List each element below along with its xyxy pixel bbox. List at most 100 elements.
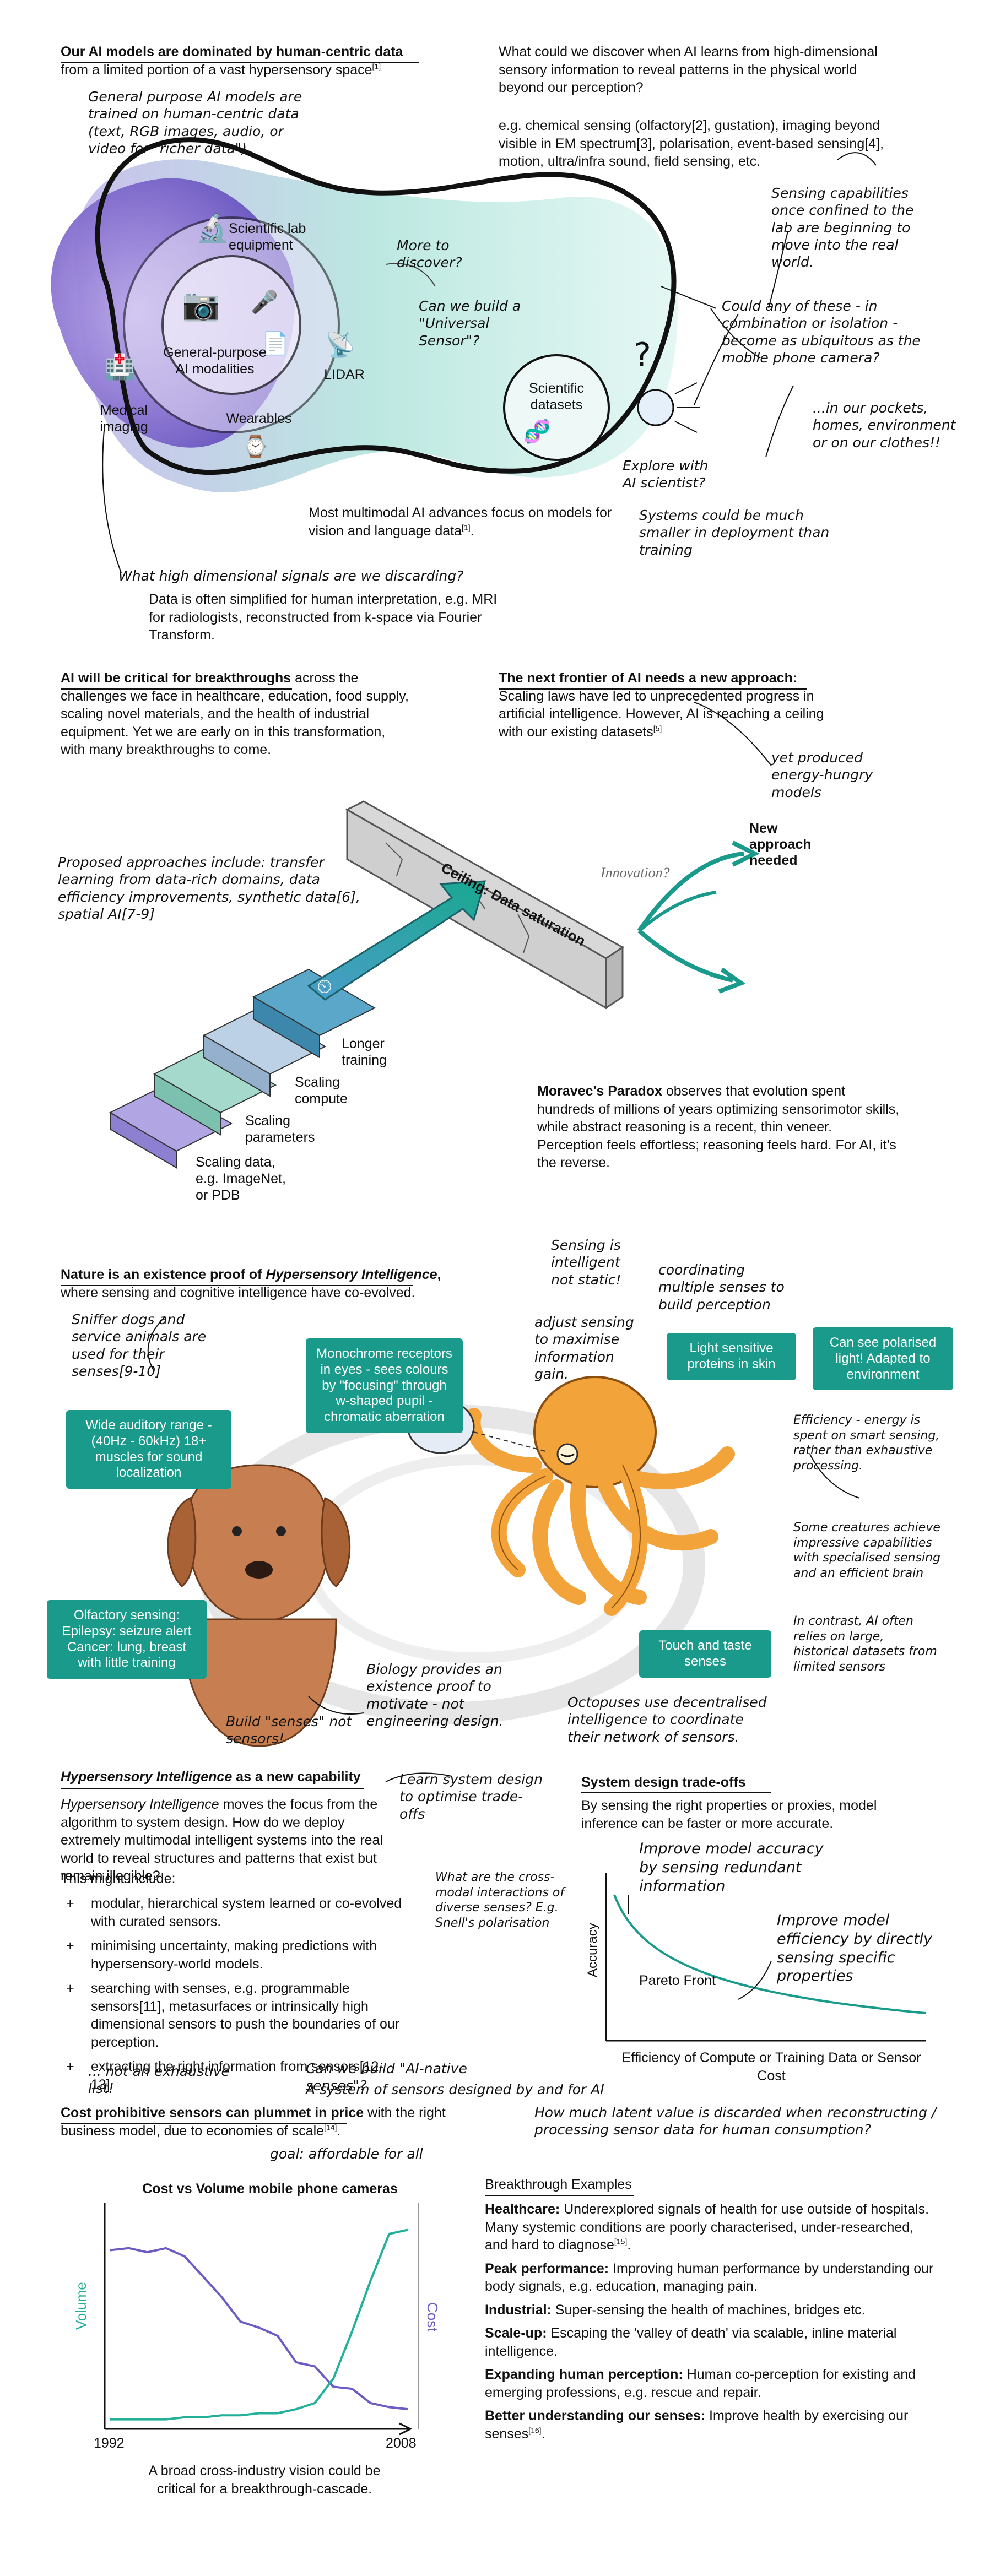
s1-heading: Our AI models are dominated by human-cen… xyxy=(61,43,485,79)
cost-chart-x-arrowhead xyxy=(399,2422,413,2436)
note-octopus: Octopuses use decentralised intelligence… xyxy=(567,1694,767,1745)
bx-ref: [16] xyxy=(528,2426,542,2435)
cost-chart-y-left-label: Volume xyxy=(73,2282,89,2330)
note-biology-proof: Biology provides an existence proof to m… xyxy=(366,1661,504,1729)
arrow-smaller xyxy=(765,385,794,458)
arrow-innovation xyxy=(637,852,744,932)
bubble-polarised: Can see polarised light! Adapted to envi… xyxy=(813,1327,953,1391)
s6-bullet-list: modular, hierarchical system learned or … xyxy=(61,1895,402,2100)
note-improve-accuracy: Improve model accuracy by sensing redund… xyxy=(639,1840,824,1895)
mri-scanner-icon: 🏥 xyxy=(105,354,135,381)
wall-side xyxy=(605,946,624,1010)
label-medical-imaging: Medical imaging xyxy=(100,403,148,435)
s3-right-text: The next frontier of AI needs a new appr… xyxy=(499,669,851,741)
note-adjust-sensing: adjust sensing to maximise information g… xyxy=(534,1314,634,1382)
note-ai-native: Can we build "AI-native senses"? xyxy=(306,2060,467,2094)
pareto-x-label: Efficiency of Compute or Training Data o… xyxy=(621,2050,921,2084)
note-build-senses: Build "senses" not sensors! xyxy=(226,1713,352,1747)
bx-title: Breakthrough Examples xyxy=(485,2177,632,2192)
s5-title-c: , xyxy=(437,1267,441,1282)
bx-head: Expanding human perception: xyxy=(485,2367,683,2382)
growth-arrow xyxy=(307,880,486,1001)
moravec-bold: Moravec's Paradox xyxy=(537,1083,662,1099)
arrow-sniffer xyxy=(147,1316,166,1372)
arrow-eye-pockets xyxy=(710,308,761,359)
bx-head: Industrial: xyxy=(485,2302,552,2318)
bubble-light-proteins: Light sensitive proteins in skin xyxy=(667,1333,796,1380)
arrow-innovation-head xyxy=(732,840,760,867)
s2-question: What could we discover when AI learns fr… xyxy=(499,44,878,95)
s6-bullet: minimising uncertainty, making predictio… xyxy=(61,1937,402,1973)
s5-sub: where sensing and cognitive intelligence… xyxy=(61,1284,415,1300)
trade-title-underline xyxy=(581,1792,771,1793)
dog-eye-left xyxy=(232,1526,242,1536)
arrow-learn xyxy=(385,1772,452,1782)
microscope-icon: 🔬 xyxy=(196,213,230,243)
label-wearables: Wearables xyxy=(226,411,292,426)
s3-left-rest: across the challenges we face in healthc… xyxy=(61,670,409,757)
note-sensing-intelligent: Sensing is intelligent not static! xyxy=(551,1237,621,1288)
bx-ref: [15] xyxy=(614,2237,628,2246)
bx-head: Peak performance: xyxy=(485,2260,609,2276)
bx-head: Better understanding our senses: xyxy=(485,2408,706,2423)
s5-title-b: Hypersensory Intelligence xyxy=(266,1267,437,1282)
note-not-exhaustive: ... not an exhaustive list! xyxy=(88,2063,230,2097)
scaling-staircase-diagram xyxy=(109,702,772,1169)
s1-sub-ref: [1] xyxy=(372,62,381,71)
note-efficiency-energy: Efficiency - energy is spent on smart se… xyxy=(793,1413,940,1473)
s3-right-bold: The next frontier of AI needs a new appr… xyxy=(499,670,798,686)
s6-bullet: modular, hierarchical system learned or … xyxy=(61,1895,402,1930)
s3-left-text: AI will be critical for breakthroughs ac… xyxy=(61,669,413,759)
cost-chart-y-right-label: Cost xyxy=(424,2302,441,2332)
step-params-front xyxy=(154,1073,221,1136)
label-scientific-datasets: Scientific datasets xyxy=(528,381,585,413)
dog-ear-right xyxy=(321,1496,351,1587)
lidar-icon: 📡 xyxy=(325,332,355,359)
note-sensing-lab: Sensing capabilities once confined to th… xyxy=(771,185,914,270)
note-proposed-approaches: Proposed approaches include: transfer le… xyxy=(58,854,360,922)
pareto-curve xyxy=(613,1894,926,2014)
note-smaller-systems: Systems could be much smaller in deploym… xyxy=(639,507,830,558)
note-universal-sensor: Can we build a "Universal Sensor"? xyxy=(419,298,521,349)
note-coordinating: coordinating multiple senses to build pe… xyxy=(658,1262,785,1313)
arrow-biology xyxy=(308,1696,364,1715)
sensor-rays xyxy=(674,382,700,433)
arrow-up-branch xyxy=(638,891,717,932)
s5-title-underline xyxy=(61,1285,413,1286)
question-mark: ? xyxy=(634,336,651,375)
trade-title: System design trade-offs xyxy=(581,1775,746,1790)
label-new-approach: New approach needed xyxy=(749,821,812,868)
hypersensory-space-diagram xyxy=(51,137,877,573)
label-general-ai: General-purpose AI modalities xyxy=(163,345,267,377)
note-ai-scientist: Explore with AI scientist? xyxy=(623,458,709,491)
s7-cost-rest: with the right business model, due to ec… xyxy=(61,2105,446,2139)
label-scaling-data: Scaling data, e.g. ImageNet, or PDB xyxy=(196,1154,286,1203)
arrow-down-branch xyxy=(637,929,733,983)
cost-chart-x-start: 1992 xyxy=(94,2436,125,2451)
bubble-touch-taste: Touch and taste senses xyxy=(639,1630,771,1678)
note-ai-contrast: In contrast, AI often relies on large, h… xyxy=(793,1614,937,1674)
s6-p-a: Hypersensory Intelligence xyxy=(61,1797,219,1812)
bx-title-underline xyxy=(485,2195,634,2196)
cap-arrow-more xyxy=(385,263,436,287)
bx-text: Escaping the 'valley of death' via scala… xyxy=(485,2325,897,2359)
microphone-icon: 🎤 xyxy=(251,290,278,314)
pareto-chart xyxy=(605,1873,926,2042)
s1-title-underline xyxy=(61,62,419,63)
octopus-pupil xyxy=(560,1453,575,1457)
note-creatures: Some creatures achieve impressive capabi… xyxy=(793,1521,940,1580)
note-general-purpose: General purpose AI models are trained on… xyxy=(88,89,302,156)
bx-head: Healthcare: xyxy=(485,2201,560,2217)
note-pockets: ...in our pockets, homes, environment or… xyxy=(813,400,956,451)
clock-icon: ⏲ xyxy=(317,975,333,997)
s2-examples: e.g. chemical sensing (olfactory[2], gus… xyxy=(499,118,884,169)
s5-title-a: Nature is an existence proof of xyxy=(61,1267,266,1282)
bubble-auditory: Wide auditory range -(40Hz - 60kHz) 18+ … xyxy=(66,1410,231,1489)
octopus-eye xyxy=(556,1443,578,1465)
cost-chart-x-end: 2008 xyxy=(386,2436,417,2451)
datasets-circle xyxy=(503,354,610,461)
dog-eye-right xyxy=(276,1526,286,1536)
bx-text: Human co-perception for existing and eme… xyxy=(485,2367,916,2400)
note-learn-system: Learn system design to optimise trade-of… xyxy=(399,1771,543,1822)
